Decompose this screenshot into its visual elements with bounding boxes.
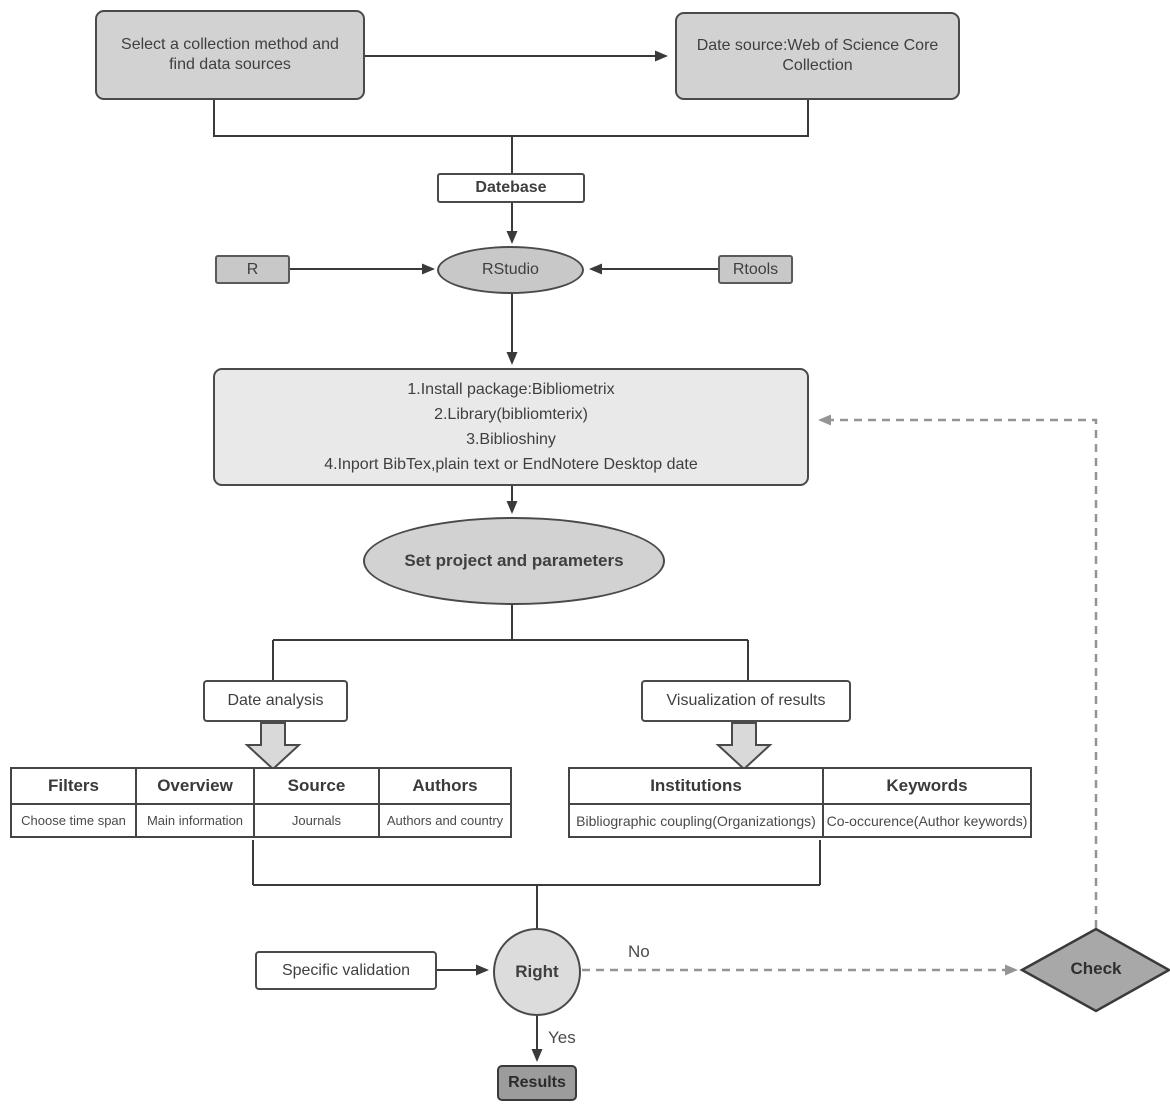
node-install-steps: 1.Install package:Bibliometrix 2.Library… <box>213 368 809 486</box>
node-label: Set project and parameters <box>404 551 624 571</box>
cell-journals: Journals <box>253 803 380 838</box>
header-source: Source <box>253 767 380 805</box>
node-visualization-of-results: Visualization of results <box>641 680 851 722</box>
block-arrow-left <box>244 722 302 771</box>
node-label: Visualization of results <box>666 692 826 709</box>
edge-top-junction <box>213 100 809 137</box>
node-rtools: Rtools <box>718 255 793 284</box>
cell-authors-country: Authors and country <box>378 803 512 838</box>
header-institutions: Institutions <box>568 767 824 805</box>
edge-check-feedback-dashed <box>818 414 1098 928</box>
node-check-label: Check <box>1070 959 1122 978</box>
header-authors: Authors <box>378 767 512 805</box>
cell-bibliographic-coupling: Bibliographic coupling(Organizationgs) <box>568 803 824 838</box>
block-arrow-right <box>715 722 773 771</box>
node-label: Right <box>515 962 559 982</box>
node-label: Date source:Web of Science Core Collecti… <box>696 37 939 74</box>
node-label: Results <box>508 1074 566 1091</box>
install-step-3: 3.Biblioshiny <box>466 431 556 448</box>
visualization-table-header-row: Institutions Keywords <box>568 767 1032 805</box>
edge-label-yes: Yes <box>548 1028 576 1047</box>
edge-tables-junction <box>252 840 821 929</box>
node-set-project: Set project and parameters <box>363 517 665 605</box>
node-label: Select a collection method and find data… <box>121 36 339 73</box>
node-results: Results <box>497 1065 577 1101</box>
node-date-analysis: Date analysis <box>203 680 348 722</box>
visualization-table-data-row: Bibliographic coupling(Organizationgs) C… <box>568 803 1032 838</box>
node-specific-validation: Specific validation <box>255 951 437 990</box>
install-step-4: 4.Inport BibTex,plain text or EndNotere … <box>324 456 698 473</box>
node-label: Date analysis <box>227 692 324 709</box>
cell-choose-time-span: Choose time span <box>10 803 137 838</box>
node-right-decision: Right <box>493 928 581 1016</box>
header-filters: Filters <box>10 767 137 805</box>
analysis-table-header-row: Filters Overview Source Authors <box>10 767 512 805</box>
check-diamond-shape <box>1019 927 1170 1013</box>
analysis-table-data-row: Choose time span Main information Journa… <box>10 803 512 838</box>
cell-main-information: Main information <box>135 803 255 838</box>
node-database: Datebase <box>437 173 585 203</box>
node-select-collection-method: Select a collection method and find data… <box>95 10 365 100</box>
visualization-table: Institutions Keywords Bibliographic coup… <box>568 767 1032 838</box>
analysis-table: Filters Overview Source Authors Choose t… <box>10 767 512 838</box>
cell-co-occurence: Co-occurence(Author keywords) <box>822 803 1032 838</box>
node-rstudio: RStudio <box>437 246 584 294</box>
node-label: Rtools <box>732 260 779 278</box>
edge-setproject-split <box>272 604 749 680</box>
header-overview: Overview <box>135 767 255 805</box>
node-label: Datebase <box>475 179 547 196</box>
header-keywords: Keywords <box>822 767 1032 805</box>
node-r: R <box>215 255 290 284</box>
node-label: R <box>246 260 259 278</box>
node-data-source: Date source:Web of Science Core Collecti… <box>675 12 960 100</box>
edge-label-no: No <box>628 942 650 961</box>
node-label: RStudio <box>482 261 539 278</box>
node-label: Specific validation <box>281 961 411 979</box>
install-step-2: 2.Library(bibliomterix) <box>434 406 588 423</box>
install-step-1: 1.Install package:Bibliometrix <box>407 381 615 398</box>
